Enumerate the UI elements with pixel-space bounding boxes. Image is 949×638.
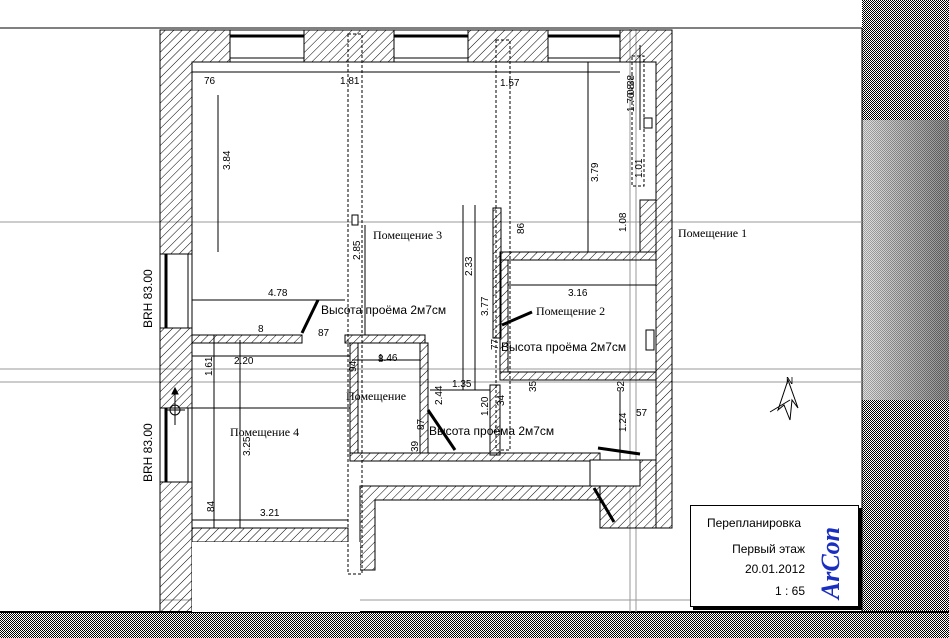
dim-220: 2.20 <box>234 356 254 367</box>
opening-height-c: Высота проёма 2м7см <box>429 424 554 438</box>
dim-321: 3.21 <box>260 508 280 519</box>
dim-181: 1.81 <box>340 76 360 87</box>
room-1-label: Помещение 1 <box>678 226 747 240</box>
north-arrow-icon <box>769 378 799 421</box>
door-symbols <box>300 299 641 523</box>
arcon-logo: ArCon <box>809 514 854 602</box>
title-project: Перепланировка <box>706 516 801 530</box>
dim-39: 39 <box>410 440 421 452</box>
dim-377: 3.77 <box>480 296 491 316</box>
room-labels: Помещение 1 Помещение 2 Помещение 3 Поме… <box>230 226 747 439</box>
dim-38: 38 <box>626 74 637 86</box>
fixtures <box>351 117 655 487</box>
dim-478: 4.78 <box>268 288 288 299</box>
dim-87b: 87 <box>416 418 427 430</box>
dim-146: 1.46 <box>378 353 398 364</box>
dim-76: 76 <box>204 76 216 87</box>
dim-94: 94 <box>348 360 359 372</box>
dim-32: 32 <box>616 380 627 392</box>
dim-120: 1.20 <box>480 396 491 416</box>
dim-08: 08 <box>626 83 637 95</box>
title-floor: Первый этаж <box>732 542 805 556</box>
room-4-label: Помещение 4 <box>230 425 299 439</box>
crosshair-marker <box>165 386 185 425</box>
dim-87: 87 <box>318 328 330 339</box>
title-block: Перепланировка Первый этаж 20.01.2012 1 … <box>690 505 859 607</box>
dim-77: 77 <box>490 338 501 350</box>
dim-35: 35 <box>528 380 539 392</box>
opening-height-a: Высота проёма 2м7см <box>321 303 446 317</box>
dim-285: 2.85 <box>352 240 363 260</box>
dim-384: 3.84 <box>222 150 233 170</box>
room-5-label: Помещение <box>346 389 406 403</box>
brh-lower-label: BRH 83.00 <box>141 423 155 482</box>
dim-8a: 8 <box>258 324 264 335</box>
dim-124: 1.24 <box>618 412 629 432</box>
dim-157: 1.57 <box>500 78 520 89</box>
dim-244: 2.44 <box>434 385 445 405</box>
dim-34: 34 <box>496 394 507 406</box>
brh-upper-label: BRH 83.00 <box>141 269 155 328</box>
dim-135: 1.35 <box>452 379 472 390</box>
dim-108: 1.08 <box>618 212 629 232</box>
dim-379: 3.79 <box>590 162 601 182</box>
dim-84: 84 <box>206 500 217 512</box>
dim-316: 3.16 <box>568 288 588 299</box>
room-3-label: Помещение 3 <box>373 228 442 242</box>
north-label: N <box>786 376 793 387</box>
dim-8b: 8 <box>378 354 384 365</box>
dim-57: 57 <box>636 408 648 419</box>
room-2-label: Помещение 2 <box>536 304 605 318</box>
dim-170: 1.70 <box>626 92 637 112</box>
title-scale: 1 : 65 <box>774 584 805 598</box>
exterior-walls <box>159 29 673 613</box>
dim-86: 86 <box>516 222 527 234</box>
title-date: 20.01.2012 <box>744 562 805 576</box>
top-windows <box>229 29 621 63</box>
dim-325: 3.25 <box>242 436 253 456</box>
opening-labels: Высота проёма 2м7см Высота проёма 2м7см … <box>141 269 626 482</box>
opening-height-b: Высота проёма 2м7см <box>501 340 626 354</box>
dimension-lines <box>192 45 656 528</box>
logo-text: ArCon <box>816 526 846 600</box>
dimension-labels: 76 1.81 1.57 3.84 3.79 1.70 38 08 1.01 1… <box>204 74 648 519</box>
left-windows <box>159 253 193 483</box>
dim-233: 2.33 <box>464 256 475 276</box>
interior-walls <box>191 199 657 462</box>
dim-101: 1.01 <box>634 158 645 178</box>
dim-161: 1.61 <box>204 356 215 376</box>
construction-lines <box>0 28 862 612</box>
